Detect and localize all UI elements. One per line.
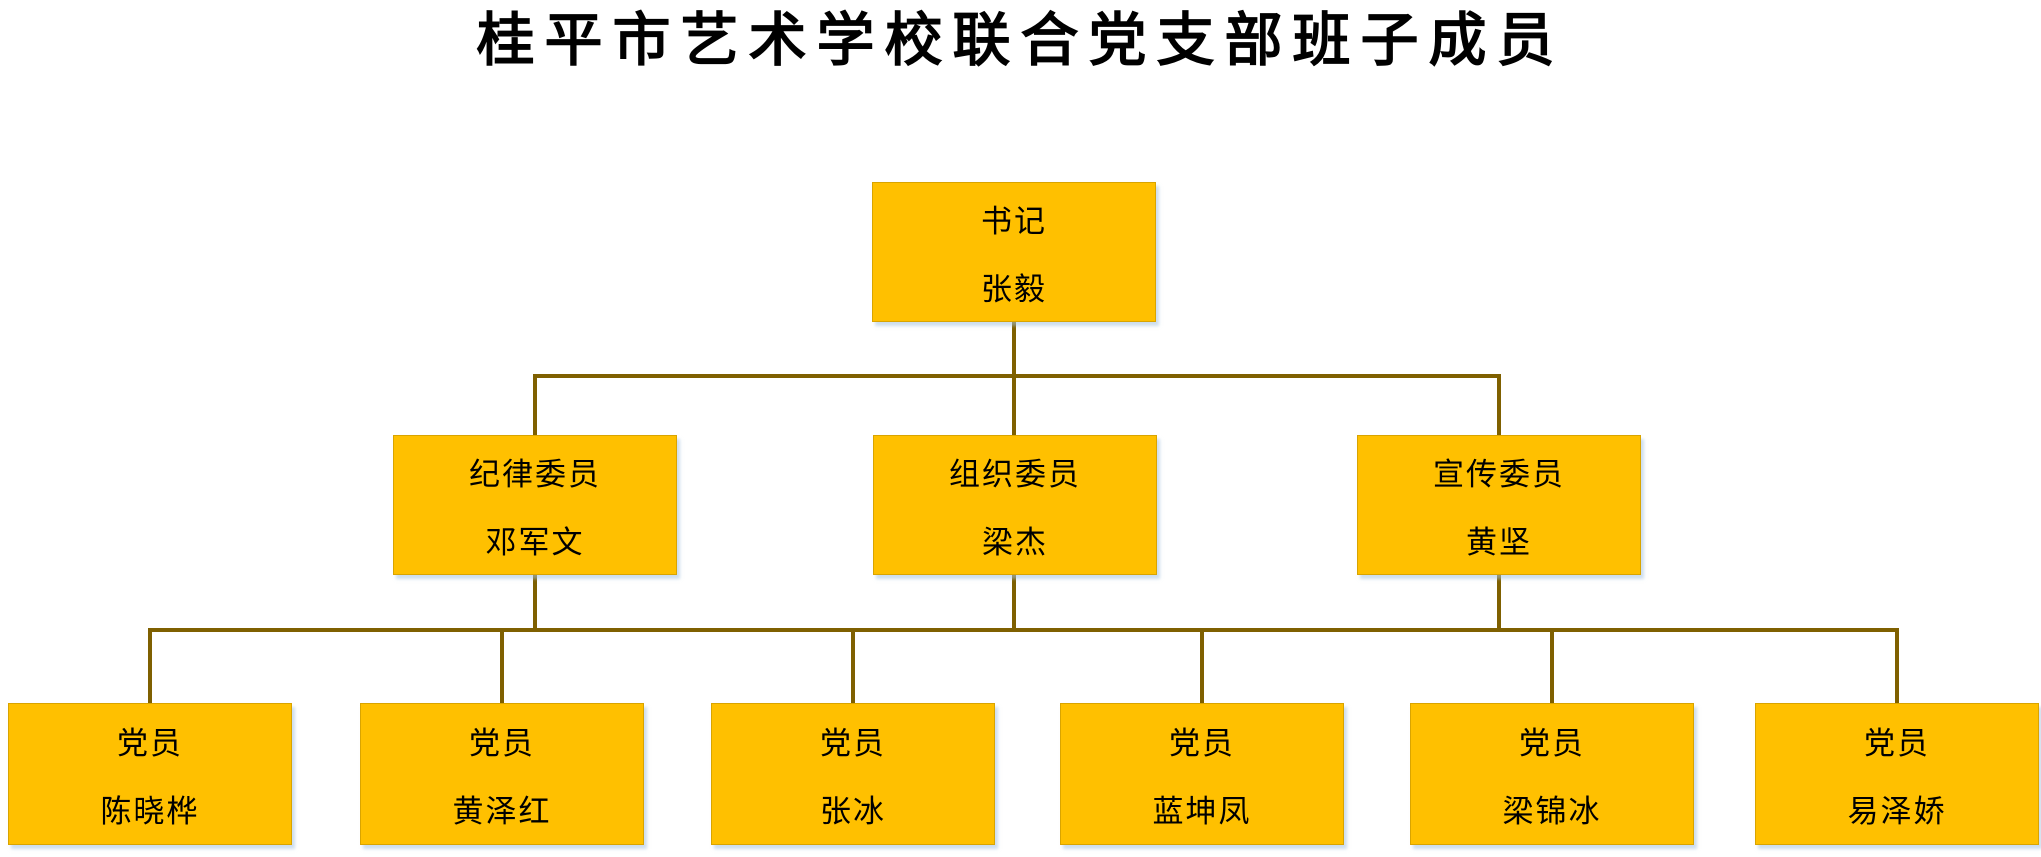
connector-level2-bus: [533, 374, 1501, 378]
node-name: 易泽娇: [1847, 794, 1947, 829]
org-node-publicity-commissioner: 宣传委员 黄坚: [1357, 435, 1641, 575]
connector-drop-member-1: [148, 632, 152, 703]
node-name: 黄坚: [1466, 525, 1532, 560]
node-role: 党员: [117, 726, 183, 761]
node-role: 党员: [1519, 726, 1585, 761]
page-title: 桂平市艺术学校联合党支部班子成员: [476, 8, 1565, 73]
node-name: 陈晓桦: [100, 794, 200, 829]
node-role: 党员: [1169, 726, 1235, 761]
node-role: 党员: [820, 726, 886, 761]
node-name: 张冰: [820, 794, 886, 829]
node-role: 党员: [469, 726, 535, 761]
node-name: 张毅: [981, 272, 1047, 307]
connector-stem-discipline: [533, 575, 537, 632]
node-name: 梁杰: [982, 525, 1048, 560]
node-role: 纪律委员: [469, 457, 601, 492]
connector-root-stem: [1012, 322, 1016, 378]
org-node-member-3: 党员 张冰: [711, 703, 995, 845]
node-name: 黄泽红: [452, 794, 552, 829]
node-role: 书记: [981, 204, 1047, 239]
org-node-member-1: 党员 陈晓桦: [8, 703, 292, 845]
node-role: 组织委员: [949, 457, 1081, 492]
connector-drop-member-2: [500, 632, 504, 703]
connector-stem-publicity: [1497, 575, 1501, 632]
org-node-member-5: 党员 梁锦冰: [1410, 703, 1694, 845]
connector-drop-member-4: [1200, 632, 1204, 703]
node-name: 邓军文: [485, 525, 585, 560]
node-role: 宣传委员: [1433, 457, 1565, 492]
org-node-discipline-commissioner: 纪律委员 邓军文: [393, 435, 677, 575]
connector-level3-bus: [148, 628, 1899, 632]
connector-drop-member-6: [1895, 632, 1899, 703]
connector-drop-discipline: [533, 378, 537, 435]
connector-drop-member-3: [851, 632, 855, 703]
connector-stem-organization: [1012, 575, 1016, 632]
node-name: 蓝坤凤: [1152, 794, 1252, 829]
connector-drop-member-5: [1550, 632, 1554, 703]
org-node-member-2: 党员 黄泽红: [360, 703, 644, 845]
org-node-member-4: 党员 蓝坤凤: [1060, 703, 1344, 845]
node-name: 梁锦冰: [1502, 794, 1602, 829]
node-role: 党员: [1864, 726, 1930, 761]
org-node-secretary: 书记 张毅: [872, 182, 1156, 322]
org-node-organization-commissioner: 组织委员 梁杰: [873, 435, 1157, 575]
connector-drop-publicity: [1497, 378, 1501, 435]
connector-drop-organization: [1012, 378, 1016, 435]
org-node-member-6: 党员 易泽娇: [1755, 703, 2039, 845]
